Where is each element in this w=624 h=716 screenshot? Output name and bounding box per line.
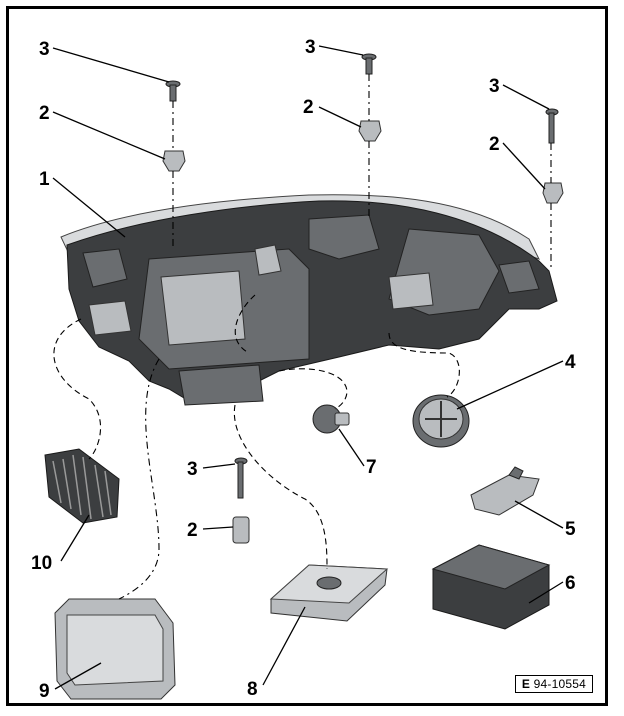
callout-5: 5 <box>565 519 576 540</box>
leader-6 <box>528 581 564 604</box>
callout-4: 4 <box>565 352 576 373</box>
callout-3a: 3 <box>39 39 50 60</box>
callout-2b: 2 <box>303 97 314 118</box>
leader-3a <box>52 47 170 83</box>
leader-1 <box>52 177 126 238</box>
callout-3d: 3 <box>187 459 198 480</box>
leader-2b <box>318 106 362 128</box>
path-internal <box>234 294 256 354</box>
callout-1: 1 <box>39 169 50 190</box>
reference-label: E 94-10554 <box>514 675 593 693</box>
socket-7 <box>312 404 350 434</box>
exploded-view-diagram: 3 2 1 3 2 3 2 4 5 6 7 8 9 10 3 2 <box>31 37 576 702</box>
clip-2a <box>162 150 186 172</box>
leader-5 <box>514 500 564 529</box>
leader-3b <box>318 45 364 56</box>
leader-3c <box>502 84 550 110</box>
leader-3d <box>202 463 236 469</box>
callout-10: 10 <box>31 553 52 574</box>
reference-number: 94-10554 <box>533 677 586 691</box>
screw-3d <box>234 457 248 499</box>
callout-3c: 3 <box>489 76 500 97</box>
screw-3a <box>165 80 181 102</box>
leader-8 <box>262 606 306 686</box>
callout-2c: 2 <box>489 134 500 155</box>
clip-2b <box>358 120 382 142</box>
leader-2a <box>52 111 166 160</box>
ballast-8 <box>269 564 389 622</box>
leader-2c <box>502 142 546 190</box>
control-unit-6 <box>431 544 551 630</box>
callout-9: 9 <box>39 681 50 702</box>
headlamp-housing <box>60 194 558 406</box>
clip-2d <box>232 516 250 544</box>
clip-2c <box>542 182 564 204</box>
cover-9 <box>54 598 176 700</box>
leader-2d <box>202 526 234 530</box>
path-ballast-8 <box>233 404 328 570</box>
cap-4 <box>412 394 470 448</box>
leader-9 <box>54 662 102 690</box>
heatsink-10 <box>44 448 120 524</box>
connector-5 <box>470 466 540 516</box>
path-socket-7 <box>278 368 348 410</box>
path-heatsink-10 <box>53 318 102 460</box>
leader-4 <box>456 360 564 410</box>
reference-prefix: E <box>521 677 531 691</box>
callout-7: 7 <box>366 457 377 478</box>
callout-3b: 3 <box>305 37 316 58</box>
callout-2d: 2 <box>187 520 198 541</box>
callout-8: 8 <box>247 679 258 700</box>
callout-2a: 2 <box>39 103 50 124</box>
leader-10 <box>60 514 90 562</box>
callout-6: 6 <box>565 573 576 594</box>
screw-3c <box>545 108 559 144</box>
screw-3b <box>361 53 377 75</box>
axis-cover-9 <box>118 358 160 600</box>
diagram-frame: 3 2 1 3 2 3 2 4 5 6 7 8 9 10 3 2 E 94-10… <box>6 6 608 706</box>
leader-7 <box>338 428 365 467</box>
path-cap-4 <box>388 332 460 398</box>
